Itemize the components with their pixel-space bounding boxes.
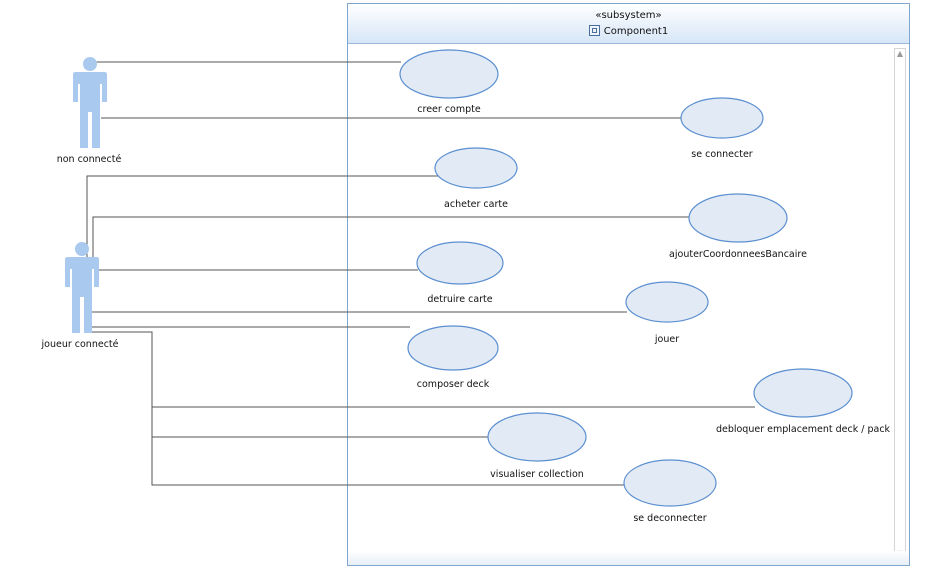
association-line[interactable] [92,216,690,262]
use-case-label: acheter carte [444,199,508,210]
use-case-composer-deck[interactable] [407,325,499,371]
use-case-debloquer[interactable] [753,368,853,418]
associations [86,61,755,486]
use-case-acheter-carte[interactable] [434,147,518,189]
use-case-creer-compte[interactable] [399,49,499,99]
shapes [65,49,853,507]
use-case-label: ajouterCoordonneesBancaire [669,249,807,260]
use-case-jouer[interactable] [625,281,709,323]
use-case-label: se connecter [691,149,753,160]
use-case-detruire-carte[interactable] [416,241,504,285]
association-line[interactable] [151,437,625,486]
actor-joueur-connecte[interactable] [65,242,99,333]
use-case-se-deconnecter[interactable] [623,459,717,507]
scroll-up-icon[interactable]: ▲ [896,49,904,58]
use-case-ajouter-coord[interactable] [688,193,788,243]
actor-non-connecte[interactable] [73,57,107,148]
actor-label: joueur connecté [41,339,119,350]
component-icon [588,25,600,36]
use-case-label: jouer [654,334,680,345]
use-case-label: creer compte [417,104,481,115]
use-case-label: debloquer emplacement deck / pack [715,424,891,435]
subsystem-name: Component1 [603,26,669,37]
subsystem-stereotype: «subsystem» [595,10,662,21]
use-case-label: visualiser collection [490,469,584,480]
subsystem-header: «subsystem» Component1 [348,4,909,44]
use-case-label: detruire carte [427,294,493,305]
use-case-label: se deconnecter [633,513,707,524]
use-case-visualiser[interactable] [487,412,587,462]
actor-label: non connecté [56,154,122,165]
association-line[interactable] [151,407,489,438]
association-line[interactable] [91,331,755,408]
use-case-label: composer deck [416,379,490,390]
subsystem-bottom-strip [348,551,909,565]
use-case-se-connecter[interactable] [680,97,764,139]
subsystem-title: Component1 [348,25,909,37]
association-line[interactable] [86,175,438,262]
